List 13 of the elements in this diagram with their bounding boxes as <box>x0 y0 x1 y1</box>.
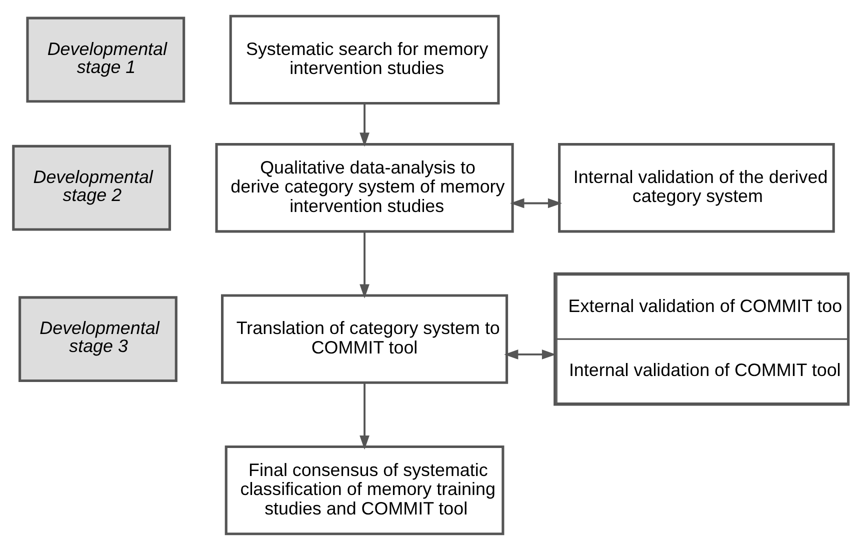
arrow <box>360 382 370 450</box>
node-box: Internal validation of the derived category system <box>558 142 835 232</box>
node-box: Developmental stage 3 <box>18 296 178 382</box>
node-box: Developmental stage 2 <box>12 144 172 230</box>
arrow <box>360 102 370 146</box>
arrow <box>510 198 562 208</box>
arrow <box>504 349 556 359</box>
arrow <box>360 231 370 298</box>
node-box: Developmental stage 1 <box>26 16 186 102</box>
node-box: Systematic search for memory intervention studies <box>229 14 500 104</box>
node-box: Translation of category system to COMMIT tool <box>221 294 508 384</box>
node-box: Final consensus of systematic classification of memory training studies and COMMIT tool <box>224 444 504 535</box>
node-box: Qualitative data-analysis to derive category system of memory intervention studies <box>215 142 514 232</box>
